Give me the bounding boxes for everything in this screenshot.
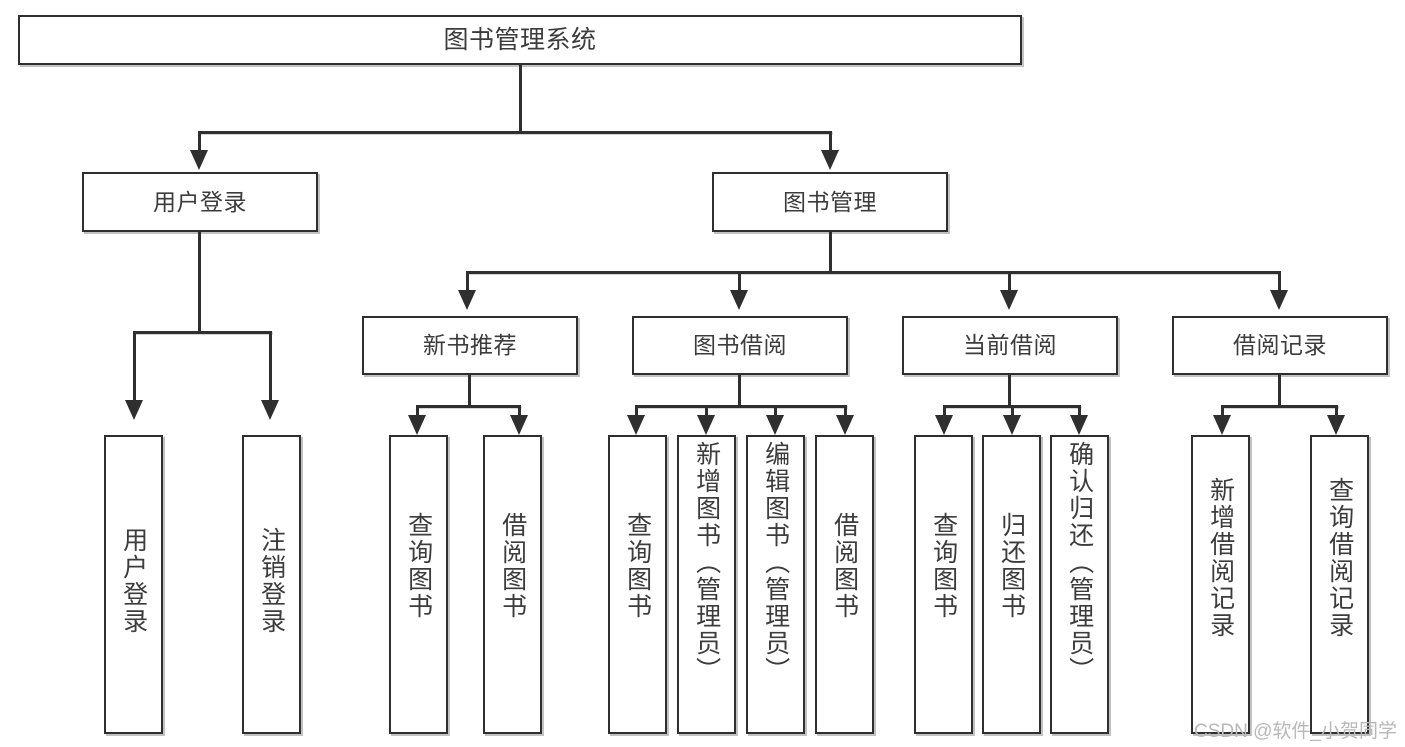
- arrowhead-leaf-return-book: [1003, 415, 1021, 435]
- arrowhead-new-book: [458, 290, 476, 310]
- node-user-login[interactable]: 用户登录: [82, 172, 318, 232]
- node-label: 编辑图书（管理员）: [761, 441, 790, 684]
- node-label: 注销登录: [257, 527, 286, 635]
- connector-to-user-login: [198, 131, 201, 154]
- node-label: 当前借阅: [963, 332, 1057, 359]
- node-leaf-borrow-book[interactable]: 借阅图书: [815, 435, 874, 734]
- arrowhead-leaf-add-record: [1213, 415, 1231, 435]
- arrowhead-leaf-query-record: [1327, 415, 1345, 435]
- arrowhead-leaf-query-book-cb: [935, 415, 953, 435]
- arrowhead-leaf-borrow-book-bb: [836, 415, 854, 435]
- connector-borrow-record-leaf-2: [1335, 405, 1338, 419]
- node-label: 新增借阅记录: [1206, 477, 1235, 639]
- connector-current-borrow-leaf-3: [1078, 405, 1081, 419]
- connector-book-borrow-bar: [635, 405, 847, 408]
- connector-user-login-stem: [198, 232, 201, 333]
- connector-borrow-record-bar: [1221, 405, 1338, 408]
- node-label: 用户登录: [119, 527, 148, 635]
- node-label: 确认归还（管理员）: [1065, 441, 1094, 684]
- node-label: 用户登录: [153, 188, 247, 215]
- connector-book-management-stem: [829, 232, 832, 273]
- connector-to-new-book: [466, 271, 469, 294]
- node-label: 查询图书: [404, 512, 433, 620]
- node-label: 图书管理系统: [443, 25, 597, 54]
- node-leaf-add-borrow-record[interactable]: 新增借阅记录: [1191, 435, 1250, 734]
- connector-book-borrow-leaf-3: [774, 405, 777, 419]
- connector-new-book-stem: [468, 375, 471, 407]
- node-label: 新书推荐: [423, 332, 517, 359]
- connector-new-book-bar: [416, 405, 521, 408]
- connector-current-borrow-stem: [1008, 375, 1011, 407]
- node-label: 图书借阅: [693, 332, 787, 359]
- connector-borrow-record-stem: [1278, 375, 1281, 407]
- node-leaf-edit-book-admin[interactable]: 编辑图书（管理员）: [746, 435, 805, 734]
- connector-new-book-leaf-1: [416, 405, 419, 419]
- connector-current-borrow-leaf-1: [943, 405, 946, 419]
- connector-root-stem: [519, 65, 522, 133]
- connector-user-login-bar: [133, 331, 272, 334]
- node-leaf-query-borrow-record[interactable]: 查询借阅记录: [1310, 435, 1369, 734]
- connector-user-login-leaf-1: [133, 331, 136, 404]
- connector-borrow-record-leaf-1: [1221, 405, 1224, 419]
- connector-current-borrow-leaf-2: [1011, 405, 1014, 419]
- node-label: 图书管理: [783, 188, 877, 215]
- connector-new-book-leaf-2: [518, 405, 521, 419]
- node-root-book-management-system[interactable]: 图书管理系统: [18, 15, 1022, 65]
- node-label: 查询图书: [623, 512, 652, 620]
- node-leaf-borrow-book-new-recommend[interactable]: 借阅图书: [483, 435, 542, 734]
- node-label: 查询图书: [929, 512, 958, 620]
- connector-to-borrow-record: [1278, 271, 1281, 294]
- arrowhead-leaf-user-login: [125, 400, 143, 420]
- arrowhead-current-borrow: [1000, 290, 1018, 310]
- connector-book-borrow-leaf-4: [844, 405, 847, 419]
- arrowhead-leaf-confirm-return: [1070, 415, 1088, 435]
- connector-to-current-borrow: [1008, 271, 1011, 294]
- connector-user-login-leaf-2: [269, 331, 272, 404]
- node-label: 新增图书（管理员）: [692, 441, 721, 684]
- node-leaf-user-login[interactable]: 用户登录: [104, 435, 163, 734]
- node-label: 借阅记录: [1233, 332, 1327, 359]
- node-book-management[interactable]: 图书管理: [712, 172, 948, 232]
- node-leaf-query-book-new-recommend[interactable]: 查询图书: [389, 435, 448, 734]
- arrowhead-leaf-query-book-nb: [408, 415, 426, 435]
- node-leaf-logout[interactable]: 注销登录: [242, 435, 301, 734]
- arrowhead-user-login: [190, 150, 208, 170]
- connector-to-book-management: [829, 131, 832, 154]
- node-label: 查询借阅记录: [1325, 477, 1354, 639]
- node-leaf-query-book-current[interactable]: 查询图书: [914, 435, 973, 734]
- connector-level2-bar: [198, 131, 832, 134]
- connector-to-book-borrow: [738, 271, 741, 294]
- node-leaf-confirm-return-admin[interactable]: 确认归还（管理员）: [1050, 435, 1109, 734]
- arrowhead-leaf-logout: [261, 400, 279, 420]
- node-borrow-record[interactable]: 借阅记录: [1172, 316, 1388, 375]
- node-label: 借阅图书: [498, 512, 527, 620]
- node-label: 借阅图书: [830, 512, 859, 620]
- arrowhead-borrow-record: [1270, 290, 1288, 310]
- connector-book-borrow-leaf-2: [705, 405, 708, 419]
- node-new-book-recommend[interactable]: 新书推荐: [362, 316, 578, 375]
- arrowhead-leaf-borrow-book-nb: [510, 415, 528, 435]
- node-current-borrow[interactable]: 当前借阅: [902, 316, 1118, 375]
- connector-book-borrow-leaf-1: [635, 405, 638, 419]
- node-leaf-add-book-admin[interactable]: 新增图书（管理员）: [677, 435, 736, 734]
- arrowhead-leaf-add-book: [697, 415, 715, 435]
- arrowhead-leaf-query-book-bb: [627, 415, 645, 435]
- arrowhead-book-management: [821, 150, 839, 170]
- arrowhead-book-borrow: [730, 290, 748, 310]
- node-leaf-query-book-borrow[interactable]: 查询图书: [608, 435, 667, 734]
- node-leaf-return-book[interactable]: 归还图书: [982, 435, 1041, 734]
- arrowhead-leaf-edit-book: [766, 415, 784, 435]
- connector-level3-bar: [466, 271, 1278, 274]
- node-label: 归还图书: [997, 512, 1026, 620]
- connector-book-borrow-stem: [738, 375, 741, 407]
- node-book-borrow[interactable]: 图书借阅: [632, 316, 848, 375]
